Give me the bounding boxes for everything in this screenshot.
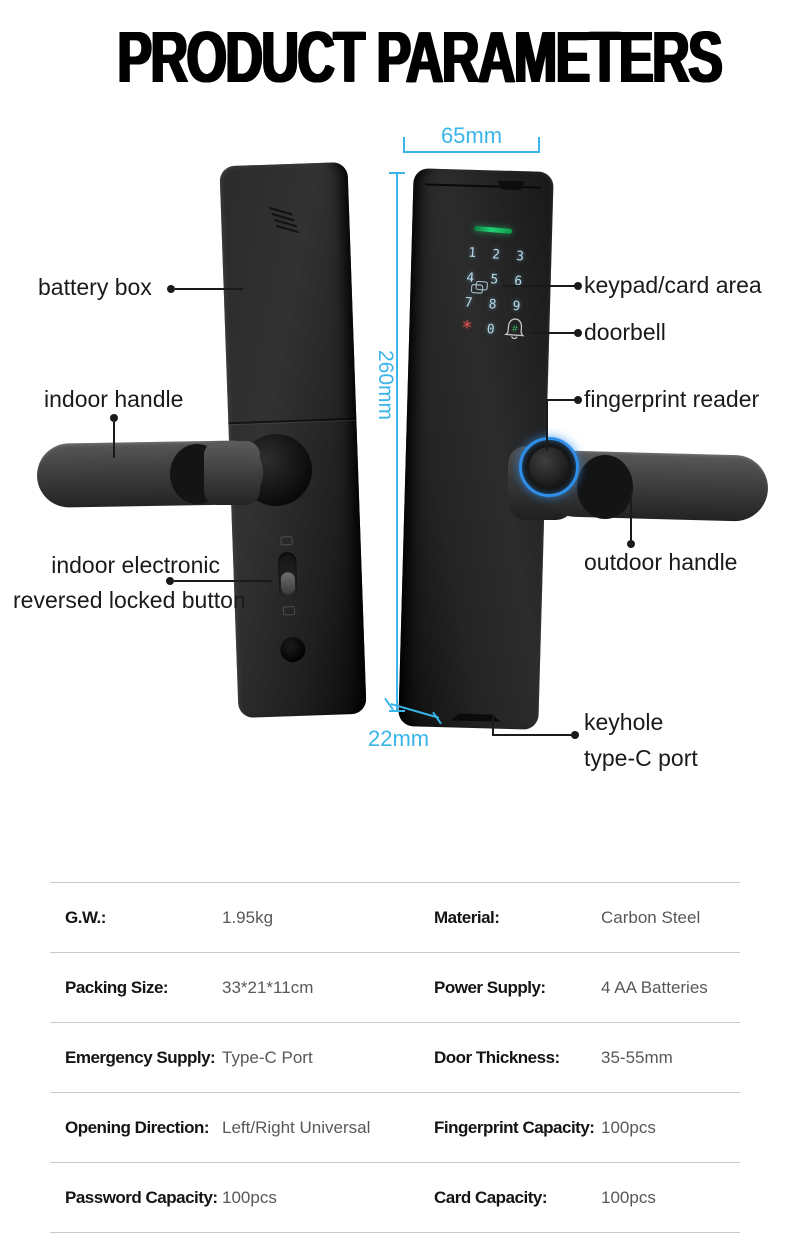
fingerprint-sensor xyxy=(529,447,569,487)
spec-label: Emergency Supply: xyxy=(65,1047,216,1067)
spec-value: 1.95kg xyxy=(222,907,274,927)
callout-keypad-card: keypad/card area xyxy=(584,272,762,298)
top-notch xyxy=(497,180,525,190)
spec-label: G.W.: xyxy=(65,907,106,927)
table-row: G.W.: 1.95kg Material: Carbon Steel xyxy=(50,882,740,952)
dim-width-label: 65mm xyxy=(440,123,503,148)
spec-label: Card Capacity: xyxy=(434,1187,547,1207)
keypad: 1 2 3 4 5 6 7 8 9 * 0 # xyxy=(454,240,533,345)
dim-width-line xyxy=(403,151,540,153)
spec-label: Packing Size: xyxy=(65,977,169,997)
key-3: 3 xyxy=(515,248,525,265)
outdoor-handle-shadow xyxy=(577,455,633,519)
page-title: PRODUCT PARAMETERS xyxy=(117,18,722,98)
callout-indoor-handle: indoor handle xyxy=(44,386,184,412)
spec-table: G.W.: 1.95kg Material: Carbon Steel Pack… xyxy=(50,882,740,1233)
indoor-handle-cap xyxy=(204,441,260,505)
spec-value: Left/Right Universal xyxy=(222,1117,371,1137)
spec-value: 100pcs xyxy=(601,1187,656,1207)
card-icon xyxy=(470,279,489,300)
key-6: 6 xyxy=(513,273,523,290)
spec-value: 100pcs xyxy=(601,1117,656,1137)
dim-height-line xyxy=(396,172,398,712)
status-led-bar xyxy=(473,225,513,234)
callout-keyhole-typec: keyhole type-C port xyxy=(584,709,698,771)
switch-knob xyxy=(280,572,296,595)
callout-fingerprint: fingerprint reader xyxy=(584,386,760,412)
table-row: Emergency Supply: Type-C Port Door Thick… xyxy=(50,1022,740,1092)
spec-value: 100pcs xyxy=(222,1187,277,1207)
spec-value: 33*21*11cm xyxy=(222,977,314,997)
spec-value: Type-C Port xyxy=(222,1047,313,1067)
callout-reversed-lock: indoor electronic reversed locked button xyxy=(13,552,246,613)
reverse-lock-switch xyxy=(277,551,298,599)
spec-label: Material: xyxy=(434,907,500,927)
key-star: * xyxy=(460,316,473,339)
spec-value: 35-55mm xyxy=(601,1047,673,1067)
dim-depth-label: 22mm xyxy=(368,726,430,751)
key-2: 2 xyxy=(491,247,501,263)
callout-outdoor-handle: outdoor handle xyxy=(584,549,738,575)
key-0: 0 xyxy=(486,322,496,338)
page-title-wrap: PRODUCT PARAMETERS xyxy=(0,22,790,94)
doorbell-icon: # xyxy=(503,316,527,346)
spec-value: Carbon Steel xyxy=(601,907,701,927)
spec-label: Fingerprint Capacity: xyxy=(434,1117,595,1137)
table-row: Packing Size: 33*21*11cm Power Supply: 4… xyxy=(50,952,740,1022)
key-1: 1 xyxy=(467,245,477,262)
svg-text:#: # xyxy=(512,323,519,334)
spec-label: Opening Direction: xyxy=(65,1117,210,1137)
spec-label: Door Thickness: xyxy=(434,1047,560,1067)
key-9: 9 xyxy=(511,298,521,315)
lock-glyph xyxy=(280,536,293,546)
spec-label: Power Supply: xyxy=(434,977,546,997)
key-8: 8 xyxy=(488,297,497,313)
callout-battery-box: battery box xyxy=(38,274,152,300)
speaker-grille xyxy=(219,162,347,234)
spec-value: 4 AA Batteries xyxy=(601,977,708,997)
dim-height-label: 260mm xyxy=(374,349,397,421)
spec-label: Password Capacity: xyxy=(65,1187,218,1207)
thumbturn-hole xyxy=(279,636,306,663)
callout-doorbell: doorbell xyxy=(584,319,666,345)
outdoor-lock-body: 1 2 3 4 5 6 7 8 9 * 0 # xyxy=(398,168,554,730)
unlock-glyph xyxy=(282,606,296,616)
key-5: 5 xyxy=(489,272,499,288)
table-row: Password Capacity: 100pcs Card Capacity:… xyxy=(50,1162,740,1233)
table-row: Opening Direction: Left/Right Universal … xyxy=(50,1092,740,1162)
